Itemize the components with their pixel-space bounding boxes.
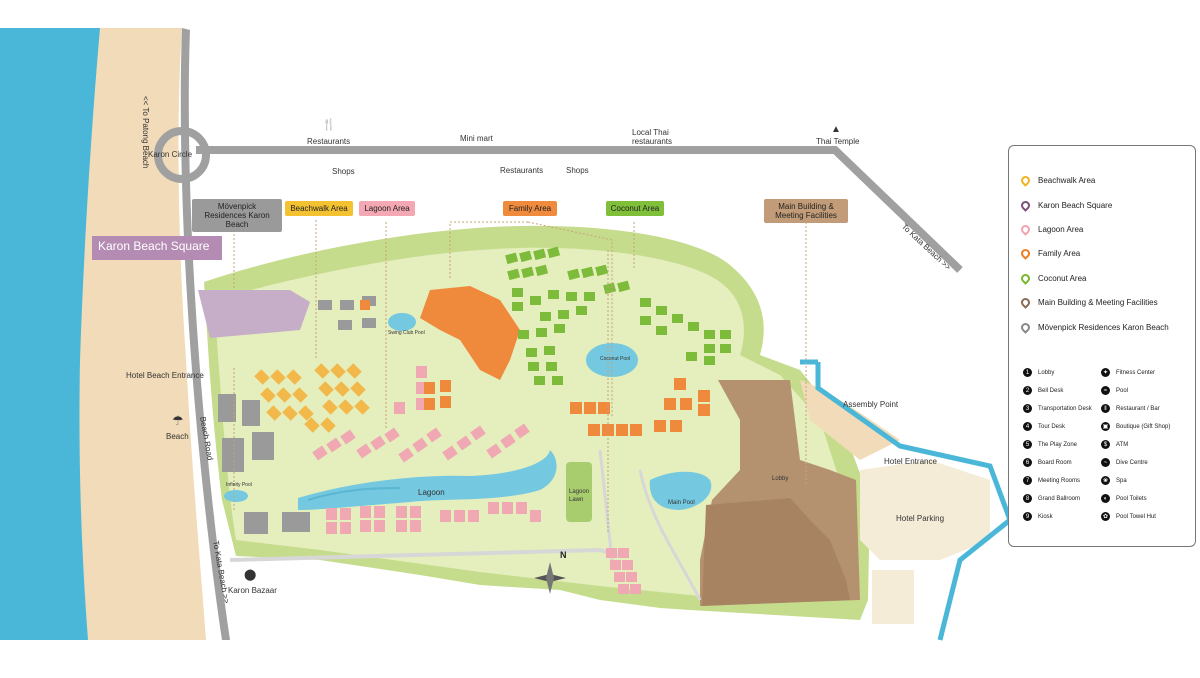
- legend-karon-beach-square[interactable]: Karon Beach Square: [1019, 199, 1112, 212]
- tag-coconut-area[interactable]: Coconut Area: [606, 201, 664, 216]
- tag-movenpick-residences[interactable]: Mövenpick Residences Karon Beach: [192, 199, 282, 232]
- poi-restaurants-2: Restaurants: [500, 166, 544, 175]
- location-pin-icon: [1019, 247, 1032, 260]
- karon-beach-square-banner[interactable]: Karon Beach Square: [92, 236, 222, 260]
- coconut-pool-label: Coconut Pool: [600, 356, 631, 362]
- tag-lagoon-area[interactable]: Lagoon Area: [359, 201, 415, 216]
- tag-main-building[interactable]: Main Building & Meeting Facilities: [764, 199, 848, 223]
- karon-bazaar-label: Karon Bazaar: [228, 586, 277, 595]
- location-pin-icon: [1019, 223, 1032, 236]
- infinity-pool-label: Infinity Pool: [226, 482, 252, 488]
- map-legend: Beachwalk Area Karon Beach Square Lagoon…: [1008, 145, 1196, 547]
- poi-local-thai: Local Thai restaurants: [632, 128, 673, 146]
- main-pool-label: Main Pool: [668, 500, 695, 506]
- to-patong-label: << To Patong Beach: [141, 96, 150, 169]
- location-pin-icon: [1019, 296, 1032, 309]
- poi-shops-2: Shops: [566, 166, 589, 175]
- tag-beachwalk-area[interactable]: Beachwalk Area: [285, 201, 353, 216]
- towel-icon: ✿: [1101, 512, 1110, 521]
- legend-pool: ≈Pool: [1101, 386, 1128, 395]
- tag-family-area[interactable]: Family Area: [503, 201, 557, 216]
- legend-boutique: ▣Boutique (Gift Shop): [1101, 422, 1171, 431]
- legend-lagoon[interactable]: Lagoon Area: [1019, 223, 1083, 236]
- restaurant-icon: ‖: [1101, 404, 1110, 413]
- poi-mini-mart: Mini mart: [460, 134, 493, 143]
- toilets-icon: ◐: [1101, 494, 1110, 503]
- fitness-icon: ✦: [1101, 368, 1110, 377]
- legend-family[interactable]: Family Area: [1019, 247, 1080, 260]
- legend-dive: ~Dive Centre: [1101, 458, 1148, 467]
- assembly-point-label: Assembly Point: [843, 400, 899, 409]
- location-pin-icon: [1019, 321, 1032, 334]
- legend-coconut[interactable]: Coconut Area: [1019, 272, 1086, 285]
- location-pin-icon: [1019, 199, 1032, 212]
- location-pin-icon: [1019, 174, 1032, 187]
- legend-fitness: ✦Fitness Center: [1101, 368, 1156, 377]
- beach-label: Beach: [166, 432, 189, 441]
- lagoon-lawn-label: Lagoon Lawn: [569, 489, 590, 503]
- poi-thai-temple: Thai Temple: [816, 137, 860, 146]
- hotel-entrance-label: Hotel Entrance: [884, 457, 937, 466]
- temple-icon: ▲: [831, 124, 841, 135]
- hotel-beach-entrance-label: Hotel Beach Entrance: [126, 371, 204, 380]
- umbrella-icon: ☂: [172, 413, 184, 428]
- poi-restaurants-1: Restaurants: [307, 137, 351, 146]
- atm-icon: $: [1101, 440, 1110, 449]
- legend-main-building[interactable]: Main Building & Meeting Facilities: [1019, 296, 1158, 309]
- restaurant-icon: 🍴: [322, 119, 336, 131]
- lobby-label: Lobby: [772, 476, 789, 482]
- svg-text:N: N: [560, 550, 567, 560]
- legend-beachwalk[interactable]: Beachwalk Area: [1019, 174, 1095, 187]
- legend-atm: $ATM: [1101, 440, 1128, 449]
- karon-circle-label: Karon Circle: [148, 150, 193, 159]
- legend-restaurant: ‖Restaurant / Bar: [1101, 404, 1160, 413]
- legend-toilets: ◐Pool Toilets: [1101, 494, 1147, 503]
- legend-movenpick-residences[interactable]: Mövenpick Residences Karon Beach: [1019, 321, 1169, 334]
- location-pin-icon: [1019, 272, 1032, 285]
- lagoon-label: Lagoon: [418, 488, 445, 497]
- hotel-parking-label: Hotel Parking: [896, 514, 945, 523]
- legend-towel: ✿Pool Towel Hut: [1101, 512, 1156, 521]
- boutique-icon: ▣: [1101, 422, 1110, 431]
- dive-icon: ~: [1101, 458, 1110, 467]
- legend-spa: ❀Spa: [1101, 476, 1127, 485]
- pool-icon: ≈: [1101, 386, 1110, 395]
- poi-shops-1: Shops: [332, 167, 355, 176]
- map-pin-icon: ⬤: [244, 569, 257, 581]
- swing-club-pool-label: Swing Club Pool: [388, 330, 425, 336]
- spa-icon: ❀: [1101, 476, 1110, 485]
